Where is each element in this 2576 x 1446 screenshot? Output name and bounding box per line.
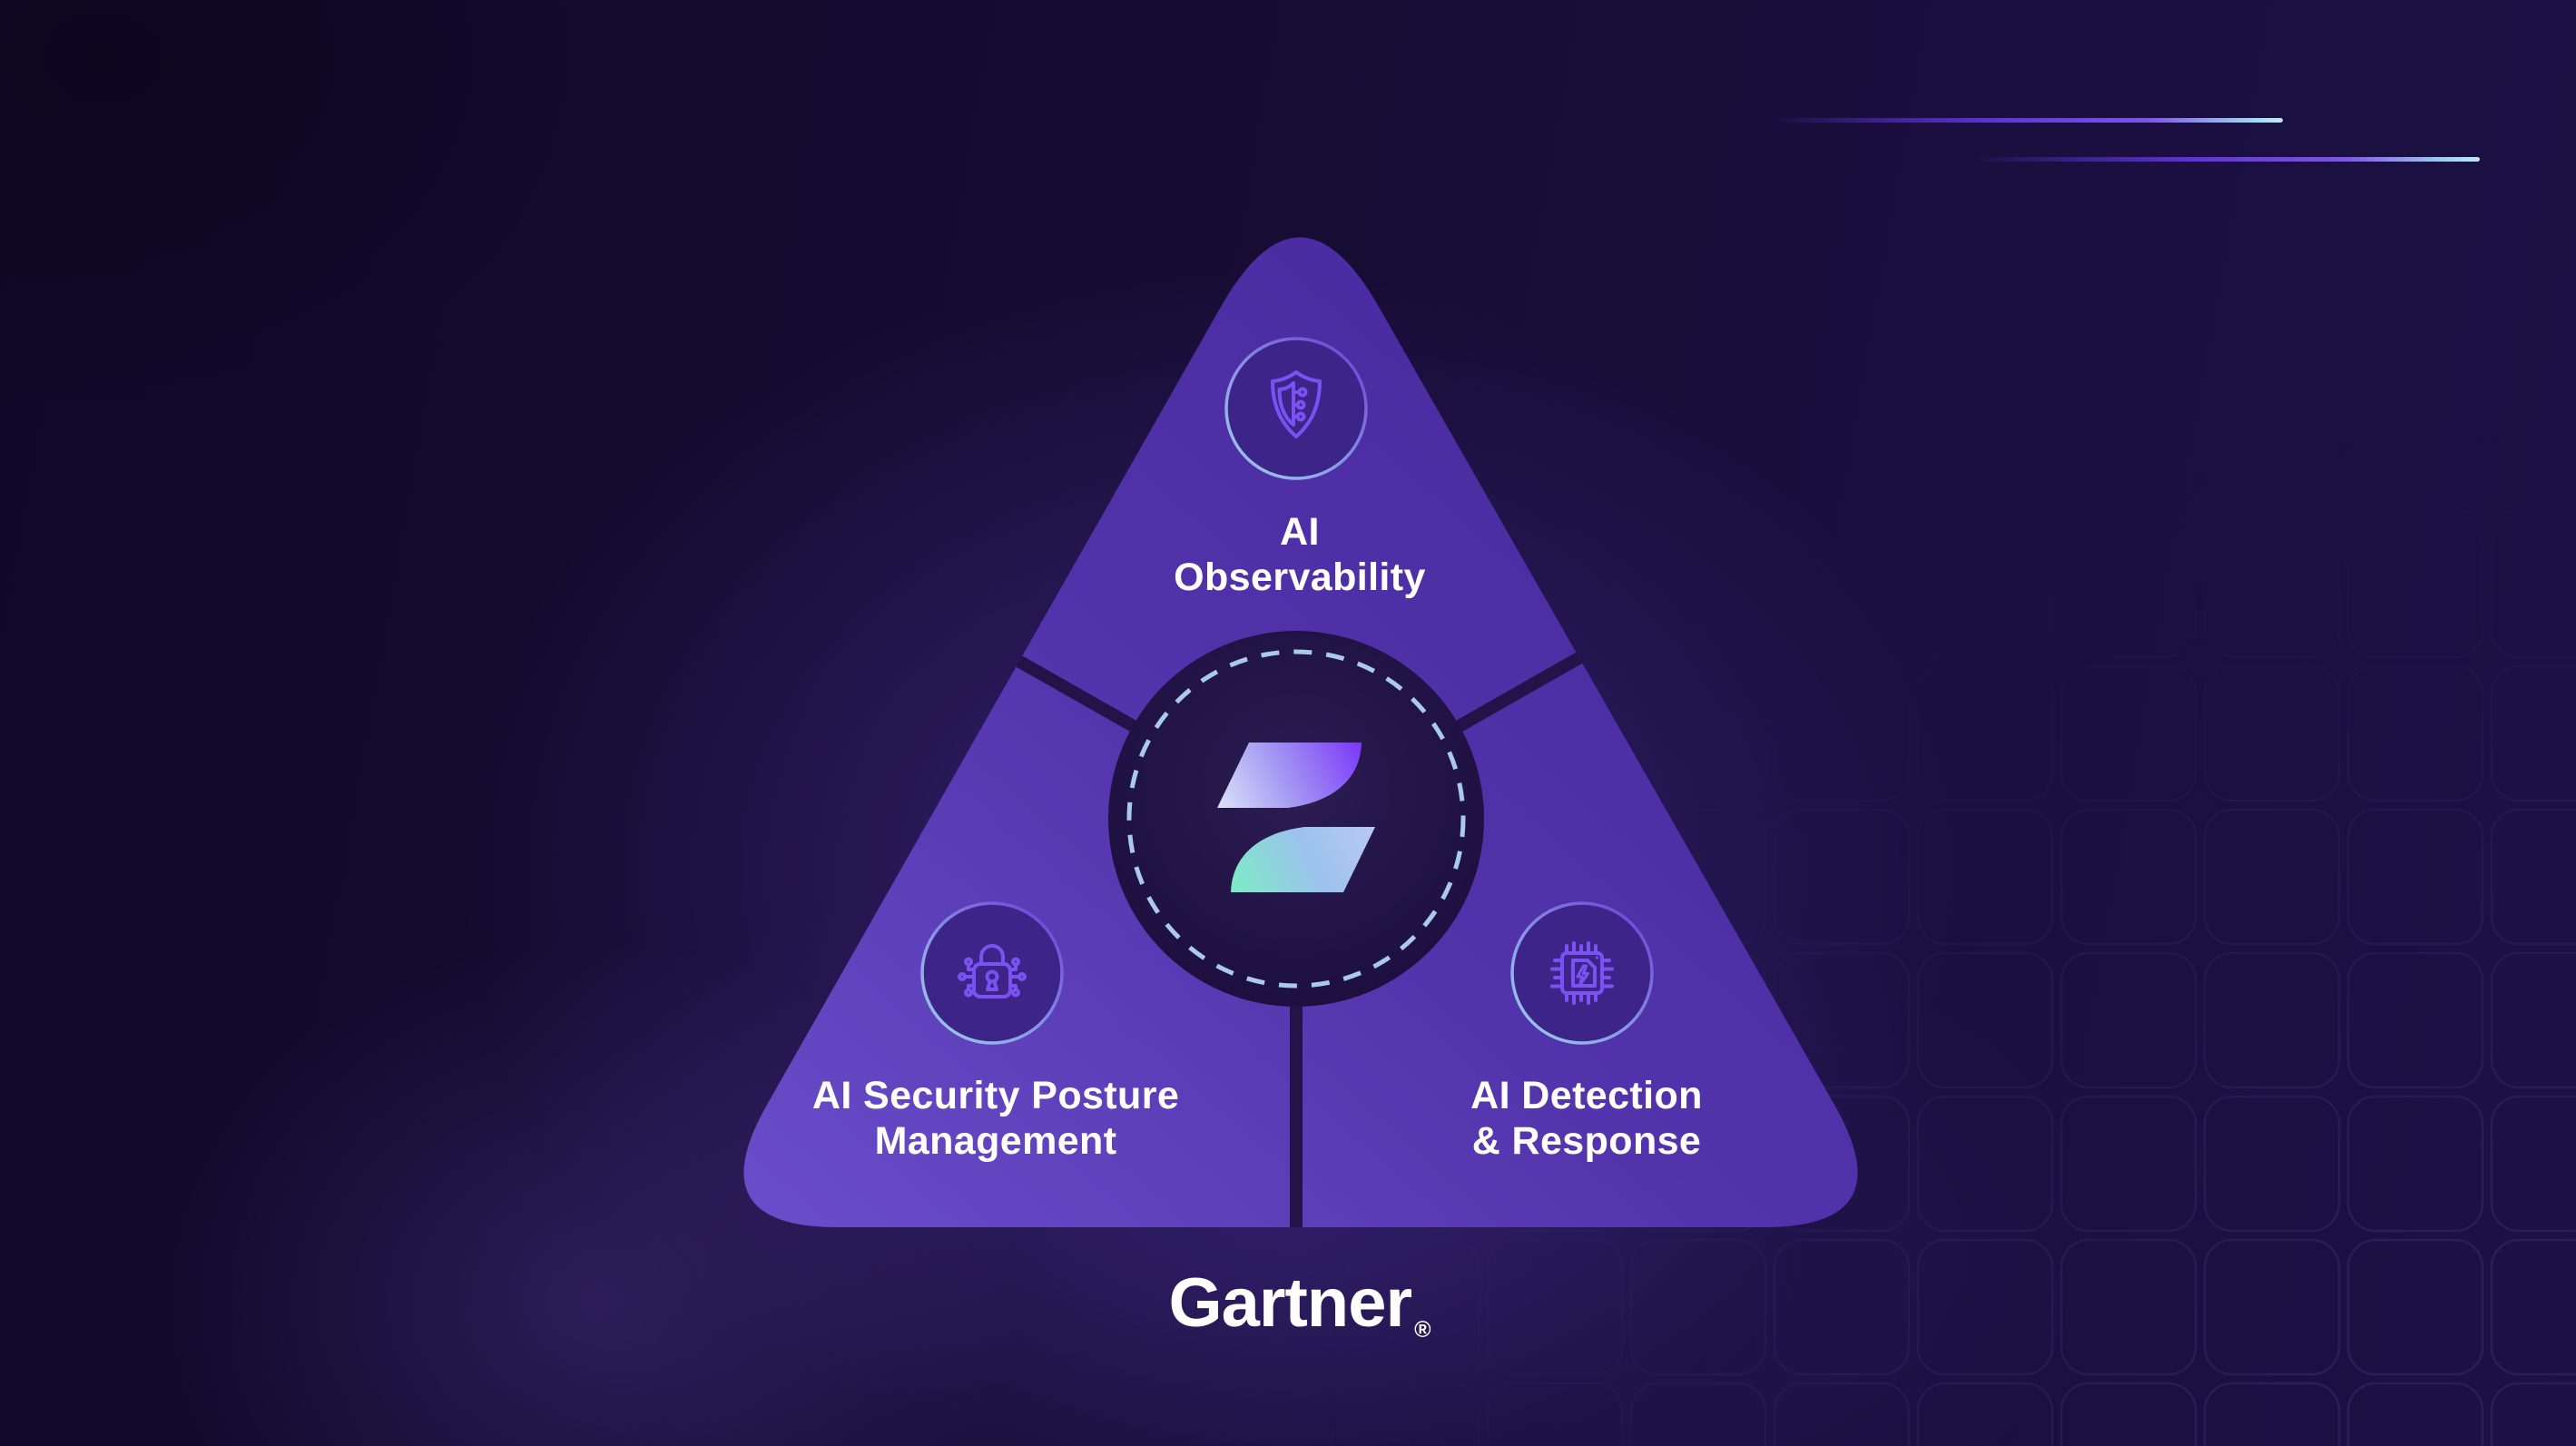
company-logo-mark [1217, 743, 1375, 892]
section-label-line: Observability [1174, 556, 1426, 599]
section-label-line: AI Detection [1470, 1074, 1703, 1117]
section-label-observability: AI Observability [1174, 509, 1426, 600]
decor-streak-2 [1970, 157, 2480, 162]
hub-dashed-ring [1126, 649, 1466, 989]
icon-circle-security [920, 901, 1064, 1045]
section-label-detection: AI Detection & Response [1470, 1073, 1703, 1164]
section-label-line: & Response [1471, 1119, 1702, 1163]
icon-circle-observability [1224, 337, 1368, 480]
chip-bolt-icon [1550, 941, 1614, 1005]
shield-circuit-icon [1271, 370, 1322, 438]
section-label-line: AI [1280, 510, 1320, 554]
hub-circle [1108, 631, 1484, 1007]
logo-bottom-blade [1231, 827, 1375, 892]
section-label-security: AI Security Posture Management [812, 1073, 1179, 1164]
gartner-wordmark: Gartner® [1169, 1264, 1431, 1359]
lock-circuit-icon [958, 944, 1027, 998]
logo-top-blade [1217, 743, 1362, 808]
icon-circle-detection [1510, 901, 1654, 1045]
decor-streak-1 [1770, 118, 2283, 123]
gartner-text: Gartner [1168, 1264, 1413, 1342]
section-label-line: Management [874, 1119, 1117, 1163]
registered-mark: ® [1414, 1317, 1431, 1343]
section-label-line: AI Security Posture [811, 1074, 1180, 1117]
